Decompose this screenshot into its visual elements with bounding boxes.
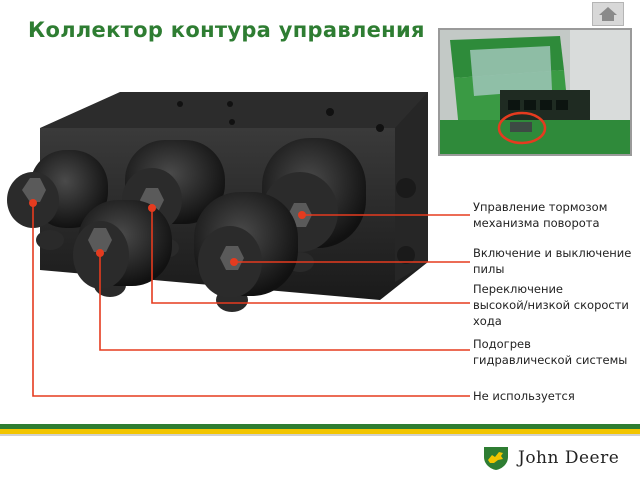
home-icon — [599, 7, 617, 21]
solenoid-bottom-left — [73, 200, 172, 297]
footer-gray-stripe — [0, 434, 640, 436]
callout-line-5 — [32, 203, 470, 397]
callout-dot-4 — [96, 249, 104, 257]
callout-label-hydraulic-heat: Подогрев гидравлической системы — [473, 337, 628, 367]
footer-yellow-stripe — [0, 429, 640, 434]
deer-logo-icon — [484, 447, 508, 470]
callout-label-unused: Не используется — [473, 389, 575, 403]
callout-dot-3 — [148, 204, 156, 212]
page-title: Коллектор контура управления — [28, 18, 425, 42]
manifold-block-top — [40, 92, 428, 128]
callout-label-saw-switch: Включение и выключение пилы — [473, 246, 632, 276]
machine-location-inset — [438, 28, 632, 156]
callout-dot-5 — [29, 199, 37, 207]
home-button[interactable] — [592, 2, 624, 26]
callout-line-3 — [151, 208, 470, 304]
callout-dot-1 — [298, 211, 306, 219]
machine-photo — [440, 30, 630, 154]
footer-green-stripe — [0, 424, 640, 429]
callout-label-speed-shift: Переключение высокой/низкой скорости ход… — [473, 282, 629, 328]
callout-line-4 — [99, 253, 470, 351]
brand-name: John Deere — [518, 448, 620, 468]
callout-dot-2 — [230, 258, 238, 266]
callout-label-steering-brake: Управление тормозом механизма поворота — [473, 200, 608, 230]
john-deere-logo: John Deere — [482, 444, 619, 472]
solenoid-bottom-right — [194, 192, 298, 312]
